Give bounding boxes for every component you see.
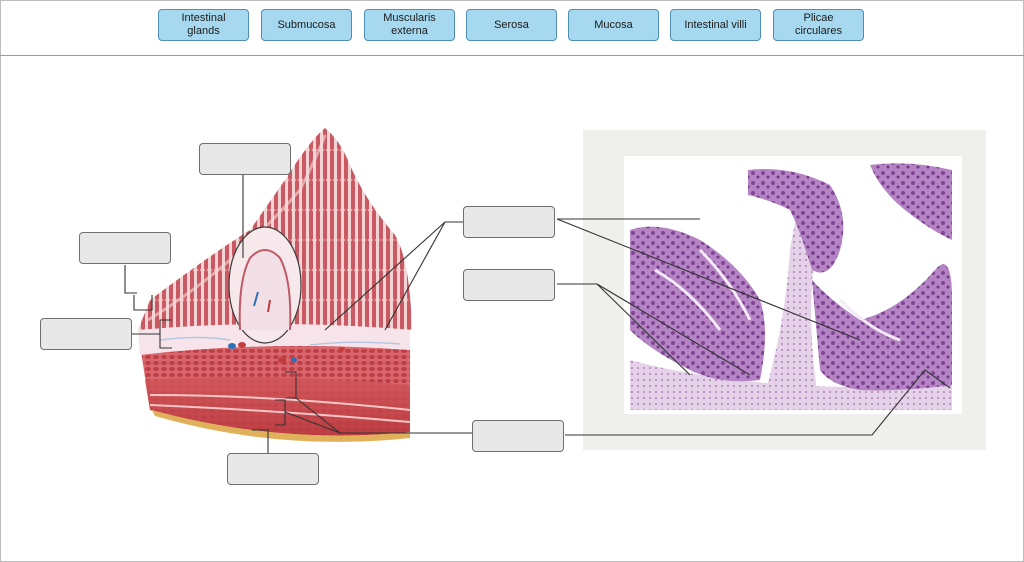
drop-target-center-middle[interactable] [463, 269, 555, 301]
label-chip-muscularis-externa[interactable]: Muscularis externa [364, 9, 455, 41]
drop-target-center-top[interactable] [463, 206, 555, 238]
micrograph [556, 130, 986, 450]
label-chip-serosa[interactable]: Serosa [466, 9, 557, 41]
label-chip-plicae-circulares[interactable]: Plicae circulares [773, 9, 864, 41]
label-bank: Intestinal glands Submucosa Muscularis e… [0, 0, 1024, 56]
label-chip-intestinal-villi[interactable]: Intestinal villi [670, 9, 761, 41]
label-chip-mucosa[interactable]: Mucosa [568, 9, 659, 41]
drop-target-bottom[interactable] [227, 453, 319, 485]
label-chip-intestinal-glands[interactable]: Intestinal glands [158, 9, 249, 41]
intestinal-wall-illustration [124, 128, 472, 453]
drop-target-villus[interactable] [199, 143, 291, 175]
drop-target-center-bottom[interactable] [472, 420, 564, 452]
label-chip-submucosa[interactable]: Submucosa [261, 9, 352, 41]
drop-target-upper-left[interactable] [79, 232, 171, 264]
drop-target-mid-left[interactable] [40, 318, 132, 350]
